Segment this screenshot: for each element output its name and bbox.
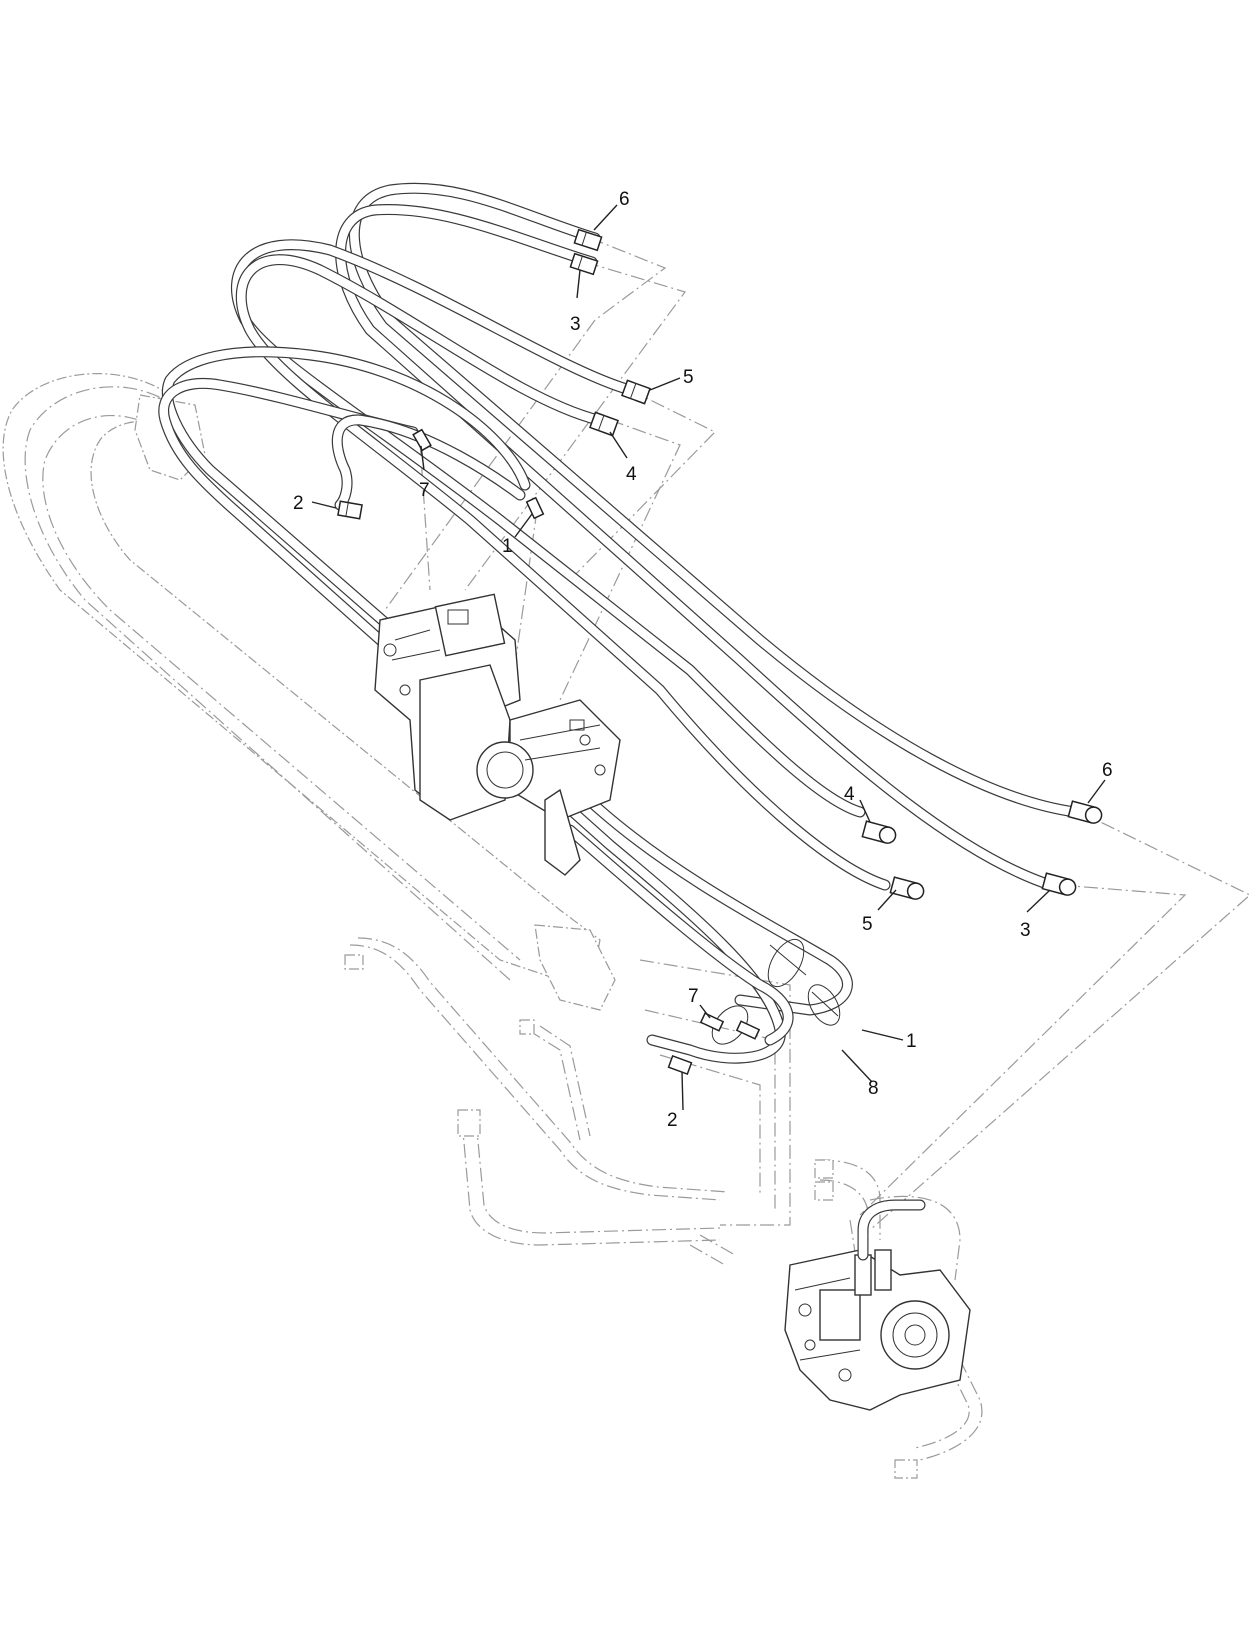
callout-2-lower: 2 [667,1110,678,1131]
fitting-6-lower [1067,800,1103,824]
callout-6-lower: 6 [1102,760,1113,781]
fitting-7-upper [412,428,432,452]
callout-3-upper: 3 [570,314,581,335]
fitting-3-upper [569,252,599,276]
callout-7-upper: 7 [419,480,430,501]
phantom-pump-tubes [814,1159,983,1479]
callout-7-lower: 7 [688,986,699,1007]
hoses-lower [158,346,853,1064]
callout-3-lower: 3 [1020,920,1031,941]
fitting-3-lower [1041,872,1077,896]
callout-4-lower: 4 [844,784,855,805]
fitting-2-upper [337,500,363,520]
callout-2-upper: 2 [293,493,304,514]
fitting-4-upper [589,411,619,437]
callout-5-lower: 5 [862,914,873,935]
callout-numbers: 6 3 5 4 7 2 1 4 6 5 3 7 1 8 2 [293,189,1113,1131]
fitting-2-lower [667,1054,693,1076]
callout-4-upper: 4 [626,464,637,485]
callout-leaders [311,204,1106,1111]
fitting-4-lower [861,820,897,844]
fitting-6-upper [573,228,603,252]
hose-loops [711,938,841,1045]
callout-1-upper: 1 [502,536,513,557]
lower-pump-assembly [784,1199,971,1411]
fitting-5-lower [889,876,925,900]
hoses-upper [230,182,1081,891]
callout-8: 8 [868,1078,879,1099]
fitting-5-upper [621,379,651,405]
callout-6-upper: 6 [619,189,630,210]
callout-5-upper: 5 [683,367,694,388]
fitting-lower-misc [735,1020,761,1040]
fitting-1-upper [525,496,545,520]
hose-end-fittings [337,228,1103,1076]
phantom-lower-tubing [344,937,736,1266]
upper-motor-valve-assembly [374,593,621,876]
callout-1-lower: 1 [906,1031,917,1052]
fitting-7-lower [699,1012,725,1032]
